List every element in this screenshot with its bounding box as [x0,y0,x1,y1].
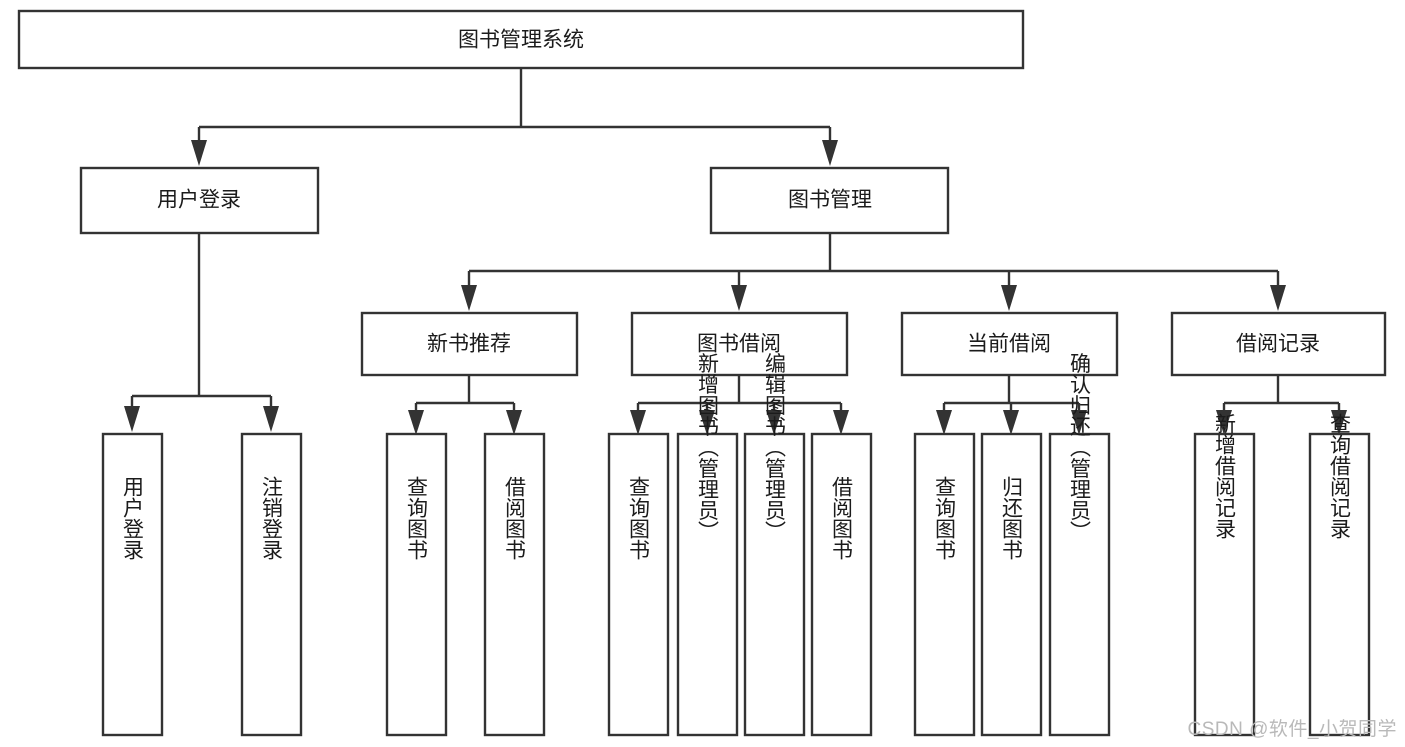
node-current-borrow-box[interactable] [900,311,1119,377]
node-book-borrow-box[interactable] [630,311,849,377]
node-borrow-record[interactable]: 借阅记录 [1170,311,1387,377]
arrow-head-leaf-query-book-1 [408,410,424,435]
connector-group-root-to-level2 [191,68,838,166]
node-borrow-record-label: 借阅记录 [1236,333,1320,356]
arrow-head-current-borrow [1001,285,1017,311]
arrow-head-new-book-rec [461,285,477,311]
node-leaf-edit-book[interactable]: 编辑图书（管理员） [743,353,806,737]
node-leaf-borrow-book-1[interactable]: 借阅图书 [483,432,546,737]
node-leaf-query-book-2[interactable]: 查询图书 [607,432,670,737]
node-leaf-return-book-label: 归还图书 [1000,476,1024,560]
node-leaf-user-login-box[interactable] [101,432,164,737]
arrow-head-user-login [191,140,207,166]
node-leaf-query-book-2-box[interactable] [607,432,670,737]
node-leaf-add-record-label: 新增借阅记录 [1213,413,1237,539]
node-leaf-borrow-book-2-label: 借阅图书 [830,476,854,560]
node-leaf-borrow-book-2-box[interactable] [810,432,873,737]
node-leaf-edit-book-label: 编辑图书（管理员） [763,353,787,542]
arrow-head-leaf-add-record [1216,410,1232,435]
node-user-login[interactable]: 用户登录 [79,166,320,235]
node-root-label: 图书管理系统 [458,29,584,52]
arrow-head-borrow-record [1270,285,1286,311]
node-current-borrow-label: 当前借阅 [967,333,1051,356]
node-book-manage-label: 图书管理 [788,189,872,212]
node-leaf-query-record-label: 查询借阅记录 [1328,413,1352,539]
node-new-book-rec-box[interactable] [360,311,579,377]
arrow-head-leaf-logout [263,406,279,432]
node-user-login-box[interactable] [79,166,320,235]
node-book-borrow[interactable]: 图书借阅 [630,311,849,377]
node-leaf-user-login[interactable]: 用户登录 [101,432,164,737]
node-new-book-rec[interactable]: 新书推荐 [360,311,579,377]
connector-group-current-borrow-to-leaves [936,375,1087,435]
arrow-head-book-borrow [731,285,747,311]
node-leaf-add-book[interactable]: 新增图书（管理员） [676,353,739,737]
node-leaf-confirm-return-box[interactable] [1048,432,1111,737]
node-leaf-query-record[interactable]: 查询借阅记录 [1308,413,1371,737]
node-book-borrow-label: 图书借阅 [697,333,781,356]
node-leaf-query-book-2-label: 查询图书 [627,476,651,560]
node-new-book-rec-label: 新书推荐 [427,333,511,356]
node-leaf-logout[interactable]: 注销登录 [240,432,303,737]
arrow-head-leaf-query-record [1331,410,1347,435]
node-leaf-return-book[interactable]: 归还图书 [980,432,1043,737]
node-book-manage-box[interactable] [709,166,950,235]
arrow-head-leaf-user-login [124,406,140,432]
node-leaf-add-book-box[interactable] [676,432,739,737]
arrow-head-leaf-borrow-book-2 [833,410,849,435]
arrow-head-leaf-query-book-3 [936,410,952,435]
node-leaf-borrow-book-2[interactable]: 借阅图书 [810,432,873,737]
node-leaf-query-book-3-label: 查询图书 [933,476,957,560]
node-leaf-query-book-1-label: 查询图书 [405,476,429,560]
node-root[interactable]: 图书管理系统 [17,9,1025,70]
node-leaf-add-book-label: 新增图书（管理员） [696,353,720,542]
arrow-head-leaf-confirm-return [1071,410,1087,435]
connector-group-user-login-to-leaves [124,233,279,432]
connector-group-book-manage-to-level3 [461,233,1286,311]
arrow-head-leaf-query-book-2 [630,410,646,435]
node-leaf-add-record-box[interactable] [1193,432,1256,737]
watermark-text: CSDN @软件_小贺同学 [1187,719,1397,740]
node-leaf-query-book-1[interactable]: 查询图书 [385,432,448,737]
connector-group-borrow-record-to-leaves [1216,375,1347,435]
arrow-head-leaf-add-book [699,410,715,435]
arrow-head-leaf-edit-book [766,410,782,435]
node-root-box[interactable] [17,9,1025,70]
arrow-head-leaf-return-book [1003,410,1019,435]
node-leaf-logout-label: 注销登录 [260,476,284,560]
node-leaf-add-record[interactable]: 新增借阅记录 [1193,413,1256,737]
node-user-login-label: 用户登录 [157,189,241,212]
arrow-head-leaf-borrow-book-1 [506,410,522,435]
node-leaf-confirm-return-label: 确认归还（管理员） [1068,353,1092,542]
arrow-head-book-manage [822,140,838,166]
node-leaf-borrow-book-1-box[interactable] [483,432,546,737]
node-leaf-borrow-book-1-label: 借阅图书 [503,476,527,560]
node-leaf-logout-box[interactable] [240,432,303,737]
node-book-manage[interactable]: 图书管理 [709,166,950,235]
connector-group-book-borrow-to-leaves [630,375,849,435]
node-leaf-user-login-label: 用户登录 [121,476,145,560]
node-leaf-return-book-box[interactable] [980,432,1043,737]
node-leaf-query-book-1-box[interactable] [385,432,448,737]
node-borrow-record-box[interactable] [1170,311,1387,377]
node-leaf-query-book-3[interactable]: 查询图书 [913,432,976,737]
connector-group-new-book-rec-to-leaves [408,375,522,435]
node-leaf-query-record-box[interactable] [1308,432,1371,737]
node-current-borrow[interactable]: 当前借阅 [900,311,1119,377]
node-leaf-confirm-return[interactable]: 确认归还（管理员） [1048,353,1111,737]
node-leaf-query-book-3-box[interactable] [913,432,976,737]
node-leaf-edit-book-box[interactable] [743,432,806,737]
